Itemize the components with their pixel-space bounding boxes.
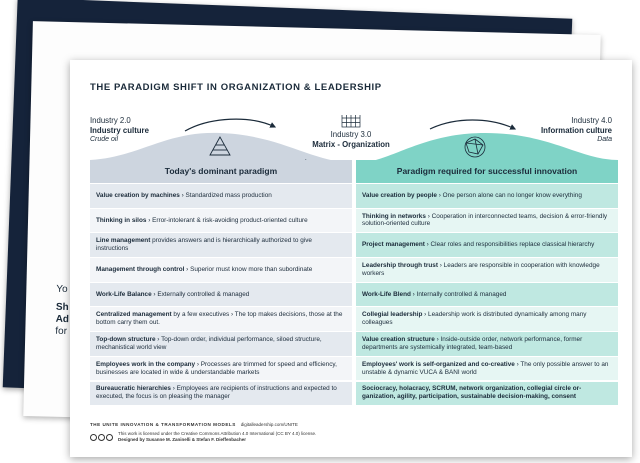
required-paradigm-cell: Employees' work is self-organized and co… [356,356,618,381]
table-row: Bureaucratic hierarchies › Employees are… [90,381,618,405]
cell-description: › Superior must know more than subordina… [184,265,313,273]
paradigm-shift-sheet: THE PARADIGM SHIFT IN ORGANIZATION & LEA… [70,60,632,457]
cell-description: › Leadership work is distributed dynamic… [362,311,587,327]
paradigm-comparison-table: Value creation by machines › Standardize… [90,184,618,406]
industry-2-label: Industry 2.0 [90,116,131,125]
table-row: Centralized management by a few executiv… [90,307,618,331]
today-paradigm-cell: Employees work in the company › Processe… [90,356,352,381]
today-paradigm-cell: Management through control › Superior mu… [90,258,352,282]
cell-keyword: Value creation by machines [96,191,180,199]
network-globe-icon [464,136,486,158]
cell-keyword: Top-down structure [96,336,156,344]
industry-3-label: Industry 3.0 [330,130,372,139]
cell-description: › Inside-outside order, network performa… [362,336,583,351]
table-row: Line management provides answers and is … [90,233,618,257]
cell-keyword: Bureaucratic hierarchies [96,385,171,393]
industry-culture-label: Industry culture [90,125,149,135]
industry-4-header: Industry 4.0 Information culture Data [541,116,612,145]
cell-keyword: Employees work in the company [96,360,196,368]
required-paradigm-cell: Sociocracy, holacracy, SCRUM, network or… [356,381,618,405]
footer: THE UNITE INNOVATION & TRANSFORMATION MO… [90,422,316,443]
cell-keyword: Centralized management [96,311,172,319]
crude-oil-label: Crude oil [90,136,119,143]
cell-description: by a few executives › The top makes deci… [96,311,343,327]
cc-icon [90,433,97,441]
cell-description: › One person alone can no longer know ev… [436,191,582,199]
footer-brand: THE UNITE INNOVATION & TRANSFORMATION MO… [90,422,236,427]
cell-description: › Externally controlled & managed [151,290,250,298]
today-paradigm-cell: Top-down structure › Top-down order, ind… [90,332,352,356]
cell-keyword: Work-Life Balance [96,290,152,298]
required-paradigm-cell: Project management › Clear roles and res… [356,233,618,257]
table-row: Value creation by machines › Standardize… [90,184,618,208]
footer-license: This work is licensed under the Creative… [118,431,317,436]
required-paradigm-cell: Collegial leadership › Leadership work i… [356,307,618,331]
cell-description: › Employees are recipients of instructio… [96,385,337,401]
today-paradigm-cell: Work-Life Balance › Externally controlle… [90,282,352,307]
cell-keyword: Employees' work is self-organized and co… [362,360,515,368]
table-row: Management through control › Superior mu… [90,258,618,282]
footer-url: digitalleadership.com/UNITE [240,422,298,427]
cell-description: › Error-intolerant & risk-avoiding produ… [146,216,308,224]
data-label: Data [597,136,612,143]
cell-keyword: Collegial leadership [362,311,423,319]
today-paradigm-cell: Bureaucratic hierarchies › Employees are… [90,381,352,405]
table-row: Top-down structure › Top-down order, ind… [90,332,618,356]
today-paradigm-cell: Line management provides answers and is … [90,233,352,257]
cell-description: › Processes are trimmed for speed and ef… [96,360,337,376]
required-paradigm-cell: Value creation by people › One person al… [356,184,618,208]
footer-design: Designed by Susanne M. Zaninelli & Stefa… [118,437,247,442]
curved-arrow-right [429,119,517,130]
cell-description: provides answers and is hierarchically a… [96,237,312,253]
cell-description: › Standardized mass production [179,191,272,199]
cell-keyword: Value creation by people [362,191,437,199]
cell-keyword: Project management [362,241,425,249]
cell-keyword: Work-Life Blend [362,290,411,298]
table-row: Employees work in the company › Processe… [90,356,618,381]
peek-text-1: Yo [56,283,68,296]
peek-text-4: for [55,325,68,338]
cell-description: › Internally controlled & managed [410,290,507,298]
information-culture-label: Information culture [540,125,612,135]
cell-keyword: Management through control [96,265,185,273]
cell-keyword: Value creation structure [362,336,435,344]
cell-keyword: Sociocracy, holacracy, SCRUM, network or… [362,385,582,401]
column-header-today: Today's dominant paradigm [90,160,352,182]
page-title: THE PARADIGM SHIFT IN ORGANIZATION & LEA… [90,82,382,93]
industry-4-label: Industry 4.0 [571,116,612,125]
today-paradigm-cell: Thinking in silos › Error-intolerant & r… [90,208,352,233]
column-header-required: Paradigm required for successful innovat… [356,160,618,182]
industry-3-header: Industry 3.0 Matrix - Organization [306,130,396,149]
matrix-grid-icon [341,115,361,128]
table-row: Thinking in silos › Error-intolerant & r… [90,208,618,233]
today-paradigm-cell: Centralized management by a few executiv… [90,307,352,331]
peek-text-3: Ad [55,313,70,326]
cell-description: › Cooperation in interconnected teams, d… [362,212,608,228]
cell-keyword: Leadership through trust [362,262,438,270]
industry-2-header: Industry 2.0 Industry culture Crude oil [90,116,149,145]
by-icon [98,433,105,441]
curved-arrow-top [184,118,277,132]
today-paradigm-cell: Value creation by machines › Standardize… [90,184,352,208]
matrix-organization-label: Matrix - Organization [312,139,390,149]
cell-description: › Leaders are responsible in cooperation… [362,262,600,277]
required-paradigm-cell: Work-Life Blend › Internally controlled … [356,282,618,307]
cc-license-icons [90,433,114,441]
cell-keyword: Thinking in silos [96,216,147,224]
required-paradigm-cell: Leadership through trust › Leaders are r… [356,258,618,282]
required-paradigm-cell: Value creation structure › Inside-outsid… [356,332,618,356]
table-row: Work-Life Balance › Externally controlle… [90,282,618,307]
peek-text-2: Sh [55,301,69,314]
cell-keyword: Line management [96,237,151,245]
cell-description: › The only possible answer to an unstabl… [362,360,609,376]
cell-keyword: Thinking in networks [362,212,426,220]
cell-description: › Top-down order, individual performance… [96,336,322,351]
required-paradigm-cell: Thinking in networks › Cooperation in in… [356,208,618,233]
pyramid-icon [209,136,231,156]
cell-description: › Clear roles and responsibilities repla… [424,241,595,249]
sa-icon [106,433,113,441]
